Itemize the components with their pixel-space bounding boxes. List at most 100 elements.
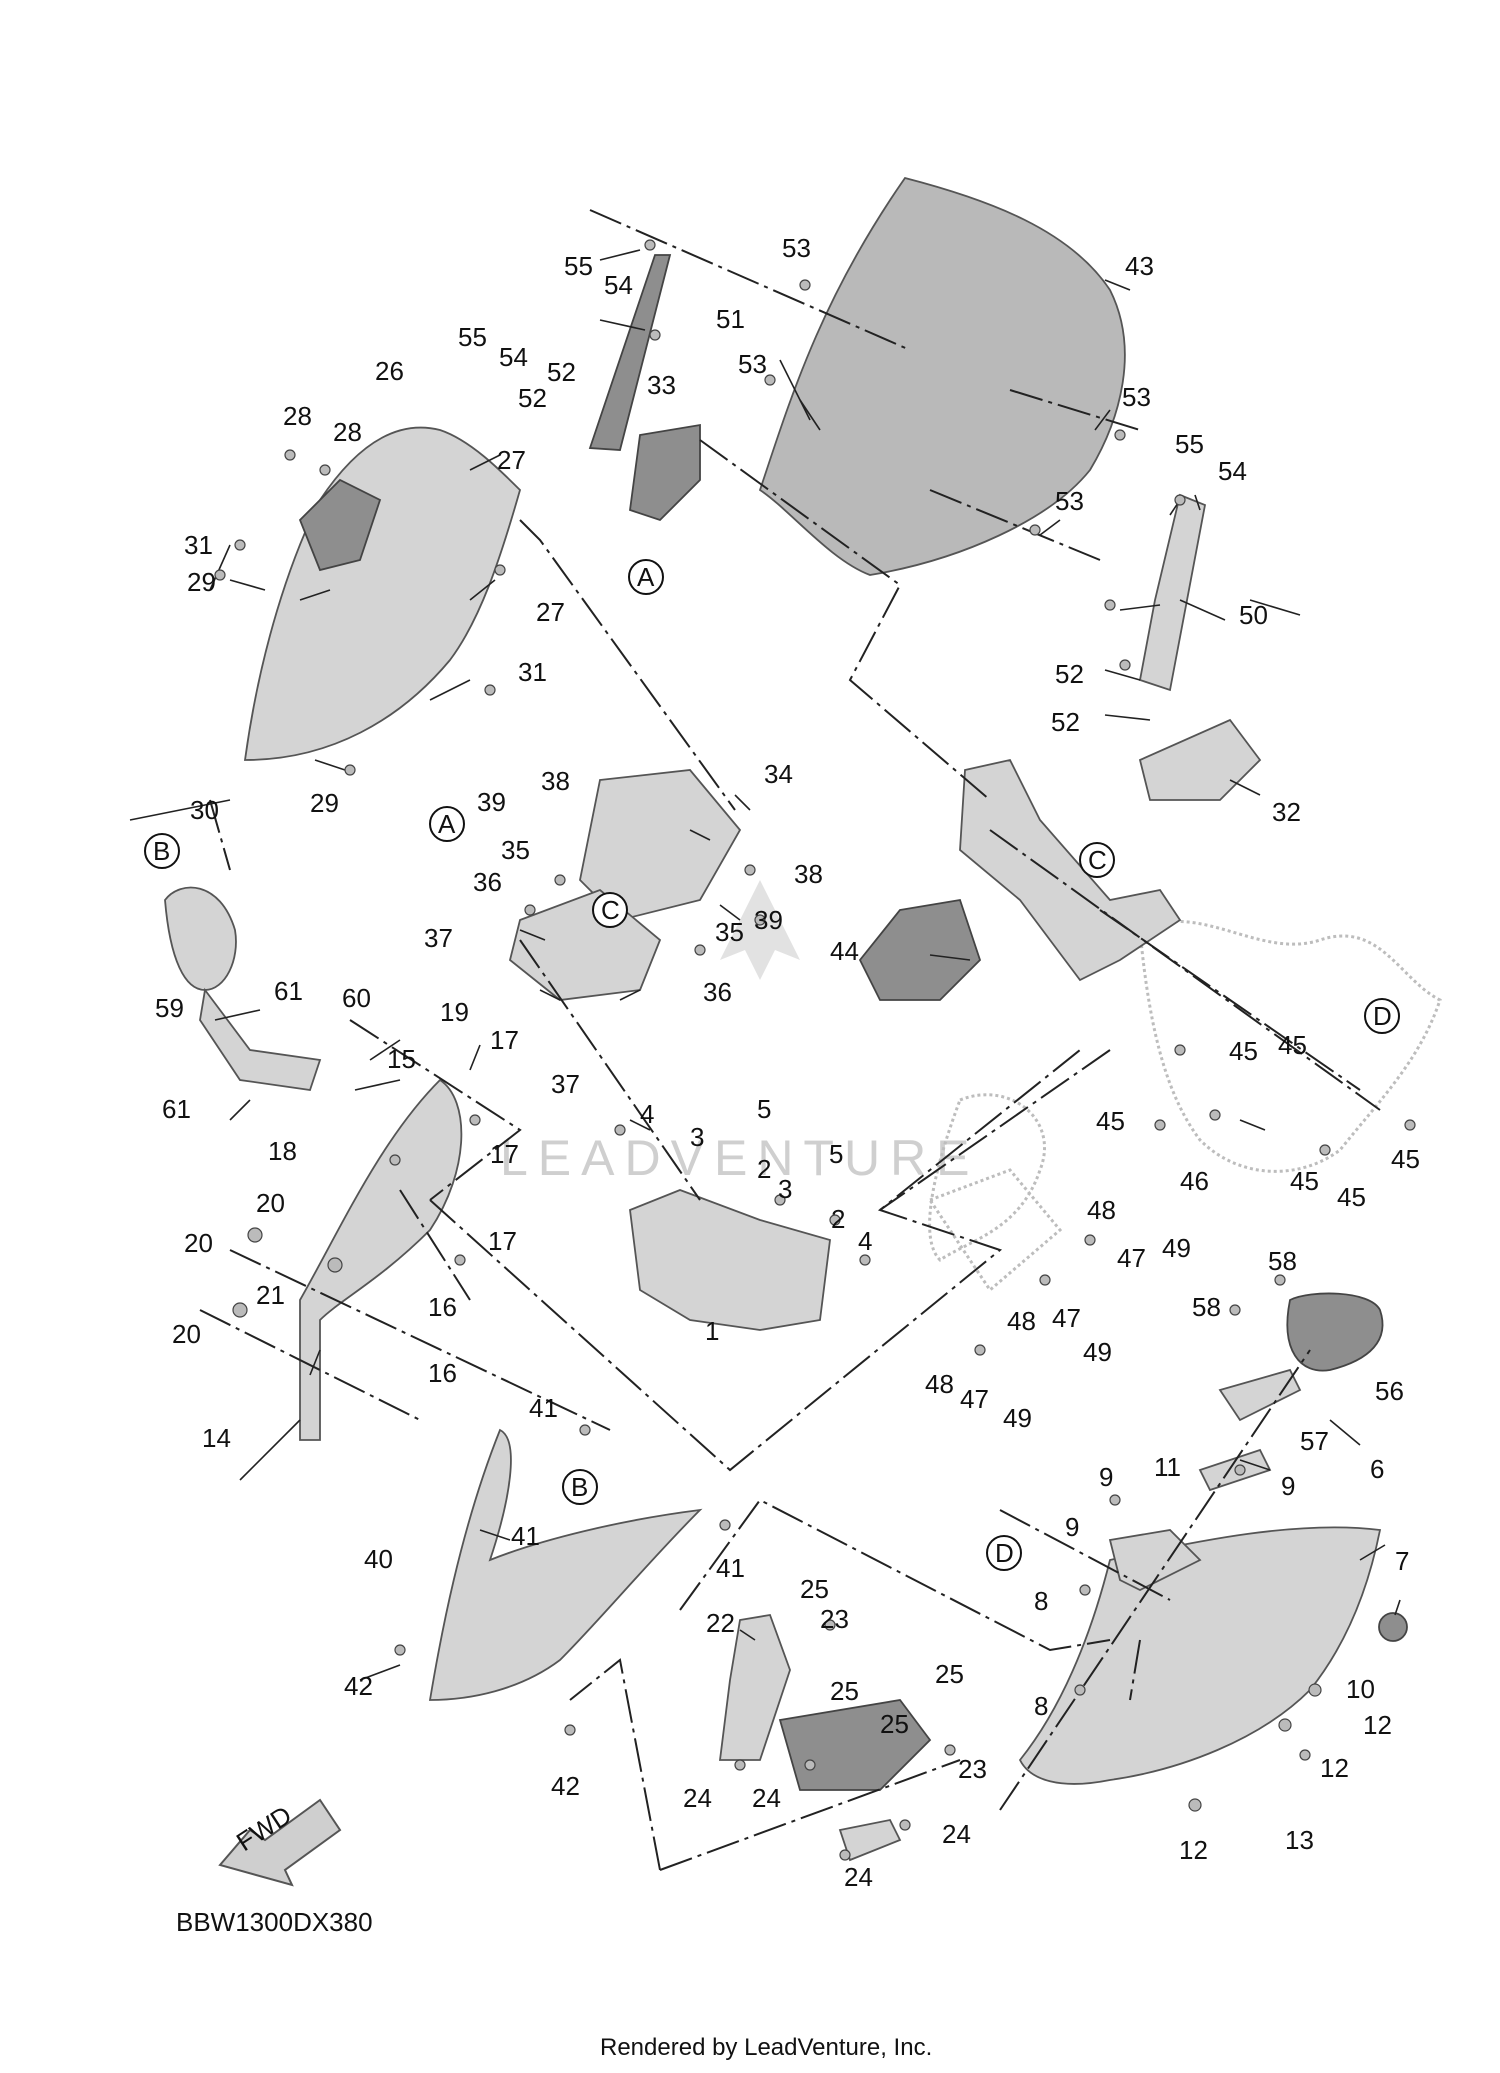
callout-label: 12: [1363, 1710, 1392, 1740]
mirror-left: [164, 886, 237, 991]
actuator-44: [858, 898, 982, 1001]
side-cowling-right: [1018, 1526, 1382, 1785]
callout-label: 3: [778, 1174, 792, 1204]
callout-label: 36: [473, 867, 502, 897]
center-cover: [629, 1189, 831, 1331]
callout-label: 17: [488, 1226, 517, 1256]
callout-label: 12: [1179, 1835, 1208, 1865]
callout-label: 45: [1290, 1166, 1319, 1196]
callout-label: 14: [202, 1423, 231, 1453]
callout-label: 52: [1051, 707, 1080, 737]
callout-label: 9: [1099, 1462, 1113, 1492]
callout-label: 8: [1034, 1691, 1048, 1721]
callout-label: 20: [256, 1188, 285, 1218]
callout-label: 38: [541, 766, 570, 796]
callout-label: 8: [1034, 1586, 1048, 1616]
callout-label: 2: [757, 1154, 771, 1184]
callout-label: 20: [184, 1228, 213, 1258]
callout-label: 23: [820, 1604, 849, 1634]
callout-label: 37: [551, 1069, 580, 1099]
watermark-text: LEADVENTURE: [500, 1130, 980, 1186]
callout-label: 39: [477, 787, 506, 817]
callout-label: 24: [683, 1783, 712, 1813]
callout-label: 35: [715, 917, 744, 947]
reference-letter: D: [1373, 1001, 1392, 1031]
under-cover-dark: [778, 1699, 932, 1791]
callout-label: 27: [497, 445, 526, 475]
callout-label: 45: [1229, 1036, 1258, 1066]
callout-label: 41: [511, 1521, 540, 1551]
upper-cowling-intake: [298, 478, 382, 572]
callout-label: 53: [1055, 486, 1084, 516]
callout-label: 24: [752, 1783, 781, 1813]
callout-label: 41: [716, 1553, 745, 1583]
callout-label: 47: [960, 1384, 989, 1414]
callout-label: 32: [1272, 797, 1301, 827]
callout-label: 28: [283, 401, 312, 431]
callout-label: 55: [458, 322, 487, 352]
callout-label: 44: [830, 936, 859, 966]
callout-label: 25: [800, 1574, 829, 1604]
callout-label: 4: [858, 1226, 872, 1256]
callout-label: 42: [344, 1671, 373, 1701]
mirror-right-arm: [1218, 1368, 1302, 1422]
reference-letter: A: [438, 809, 456, 839]
callout-label: 6: [1370, 1454, 1384, 1484]
callout-label: 51: [716, 304, 745, 334]
side-cowling-left: [428, 1428, 703, 1701]
callout-label: 12: [1320, 1753, 1349, 1783]
under-cover-22: [718, 1613, 791, 1761]
callout-label: 23: [958, 1754, 987, 1784]
reference-markers: A A B B C C D D: [144, 559, 1400, 1571]
callout-label: 4: [640, 1099, 654, 1129]
callout-label: 25: [830, 1676, 859, 1706]
callout-label: 17: [490, 1139, 519, 1169]
callout-label: 34: [764, 759, 793, 789]
callout-label: 48: [1007, 1306, 1036, 1336]
callout-label: 53: [782, 233, 811, 263]
callout-label: 5: [829, 1139, 843, 1169]
callout-label: 54: [1218, 456, 1247, 486]
callout-label: 16: [428, 1358, 457, 1388]
callout-label: 2: [831, 1204, 845, 1234]
callout-label: 13: [1285, 1825, 1314, 1855]
callout-label: 9: [1065, 1512, 1079, 1542]
callout-label: 52: [1055, 659, 1084, 689]
callout-label: 11: [1154, 1452, 1181, 1482]
callout-label: 19: [440, 997, 469, 1027]
mirror-right: [1286, 1292, 1384, 1372]
reference-letter: C: [1088, 845, 1107, 875]
callout-label: 39: [754, 905, 783, 935]
drawing-code: BBW1300DX380: [176, 1907, 373, 1937]
callout-label: 58: [1268, 1246, 1297, 1276]
callout-label: 61: [274, 976, 303, 1006]
reference-letter: B: [571, 1472, 588, 1502]
callout-label: 49: [1162, 1233, 1191, 1263]
callout-label: 18: [268, 1136, 297, 1166]
callout-label: 38: [794, 859, 823, 889]
inner-cover-34: [579, 769, 742, 921]
callout-label: 60: [342, 983, 371, 1013]
callout-label: 15: [387, 1044, 416, 1074]
callout-label: 48: [925, 1369, 954, 1399]
callout-label: 33: [647, 370, 676, 400]
callout-label: 10: [1346, 1674, 1375, 1704]
reference-letter: D: [995, 1538, 1014, 1568]
grommet-7: [1378, 1612, 1408, 1642]
callout-label: 61: [162, 1094, 191, 1124]
callout-label: 1: [705, 1316, 719, 1346]
callout-label: 21: [256, 1280, 285, 1310]
callout-label: 52: [547, 357, 576, 387]
callout-label: 50: [1239, 600, 1268, 630]
callout-label: 41: [529, 1393, 558, 1423]
callout-label: 16: [428, 1292, 457, 1322]
callout-label: 22: [706, 1608, 735, 1638]
callout-label: 24: [844, 1862, 873, 1892]
callout-label: 46: [1180, 1166, 1209, 1196]
callout-label: 3: [690, 1122, 704, 1152]
callout-label: 55: [1175, 429, 1204, 459]
callout-label: 25: [935, 1659, 964, 1689]
callout-label: 45: [1278, 1030, 1307, 1060]
windshield-stay-left: [588, 254, 672, 451]
callout-label: 9: [1281, 1471, 1295, 1501]
